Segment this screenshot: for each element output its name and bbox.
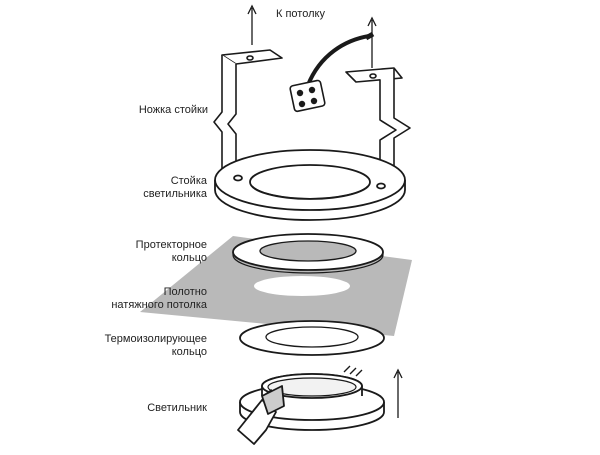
thermo-ring-label-line-2: кольцо (171, 346, 207, 358)
luminaire-label: Светильник (147, 402, 207, 415)
to-ceiling-label: К потолку (276, 8, 325, 20)
thermo-ring (239, 320, 385, 356)
protector-ring-label-line-2: кольцо (171, 252, 207, 264)
ceiling-canvas-label: Полотно натяжного потолка (111, 286, 207, 312)
spring-clip (237, 385, 285, 445)
protector-ring-label: Протекторное кольцо (136, 239, 207, 265)
arrow-up-icon (393, 368, 403, 418)
stand-leg-right (345, 67, 411, 189)
arrow-up-icon (367, 16, 377, 68)
ceiling-canvas-label-line-2: натяжного потолка (111, 299, 207, 311)
stand-leg-label-text: Ножка стойки (138, 104, 208, 116)
thermo-ring-label-line-1: Термоизолирующее (104, 333, 207, 345)
terminal-block-icon (289, 79, 326, 113)
luminaire-label-text: Светильник (147, 402, 207, 414)
stand-leg-label: Ножка стойки (139, 104, 208, 117)
power-wire (306, 31, 375, 87)
ceiling-canvas-label-line-1: Полотно (163, 286, 207, 298)
arrow-up-icon (247, 4, 257, 45)
protector-ring (232, 233, 384, 274)
stand-leg-left (213, 49, 283, 181)
stand-label-line-2: светильника (143, 188, 207, 200)
stand-ring (214, 149, 406, 221)
luminaire (239, 365, 385, 431)
protector-ring-label-line-1: Протекторное (135, 239, 207, 251)
stand-label-line-1: Стойка (170, 175, 207, 187)
stand-label: Стойка светильника (143, 175, 207, 201)
thermo-ring-label: Термоизолирующее кольцо (105, 333, 207, 359)
